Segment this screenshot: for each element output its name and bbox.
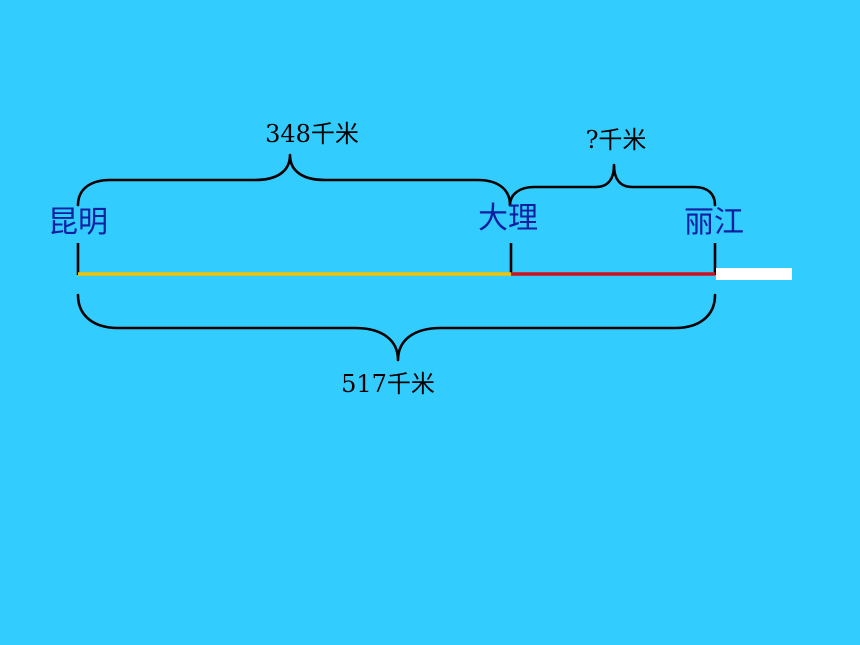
distance-label-kunming-dali: 348千米	[265, 120, 359, 148]
segment-extension	[716, 268, 792, 280]
city-label-kunming: 昆明	[48, 205, 108, 240]
distance-label-dali-lijiang: ?千米	[585, 126, 647, 154]
brace-kunming-lijiang	[76, 293, 717, 362]
city-label-lijiang: 丽江	[684, 205, 744, 240]
brace-kunming-dali	[76, 153, 512, 207]
city-label-dali: 大理	[478, 201, 538, 236]
distance-label-kunming-lijiang: 517千米	[341, 370, 435, 398]
brace-dali-lijiang	[508, 163, 717, 207]
